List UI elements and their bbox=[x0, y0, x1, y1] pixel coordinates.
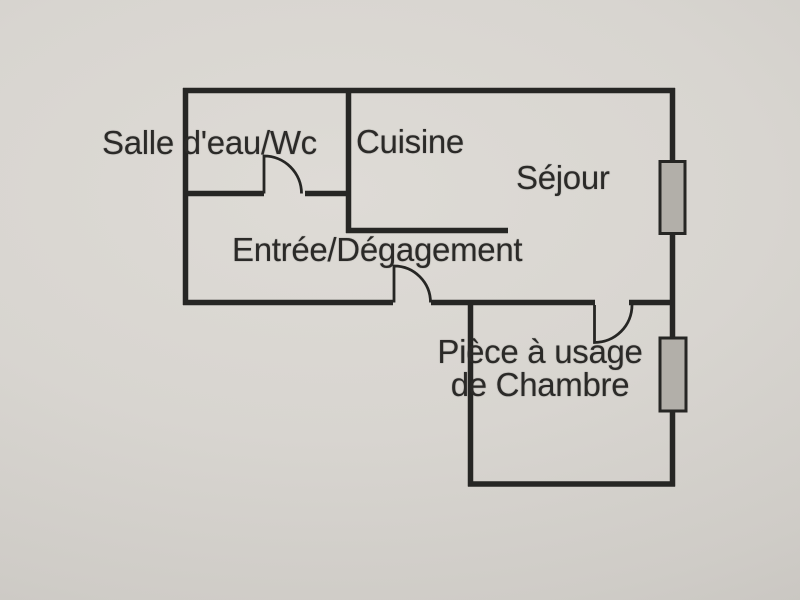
door-arc-chambre bbox=[593, 304, 634, 344]
door-arc-entree bbox=[392, 264, 432, 303]
window-symbol-chambre bbox=[658, 336, 688, 413]
window-symbol-sejour bbox=[658, 160, 687, 235]
room-label-cuisine: Cuisine bbox=[356, 123, 464, 160]
room-label-sejour: Séjour bbox=[516, 159, 610, 196]
room-label-chambre-line1: Pièce à usage bbox=[437, 333, 643, 370]
room-label-entree-degagement: Entrée/Dégagement bbox=[232, 231, 523, 268]
door-arc-salle-deau bbox=[262, 154, 303, 194]
room-label-chambre: Pièce à usage de Chambre bbox=[425, 335, 655, 401]
room-label-chambre-line2: de Chambre bbox=[450, 366, 630, 403]
room-label-salle-deau-wc: Salle d'eau/Wc bbox=[102, 124, 317, 161]
